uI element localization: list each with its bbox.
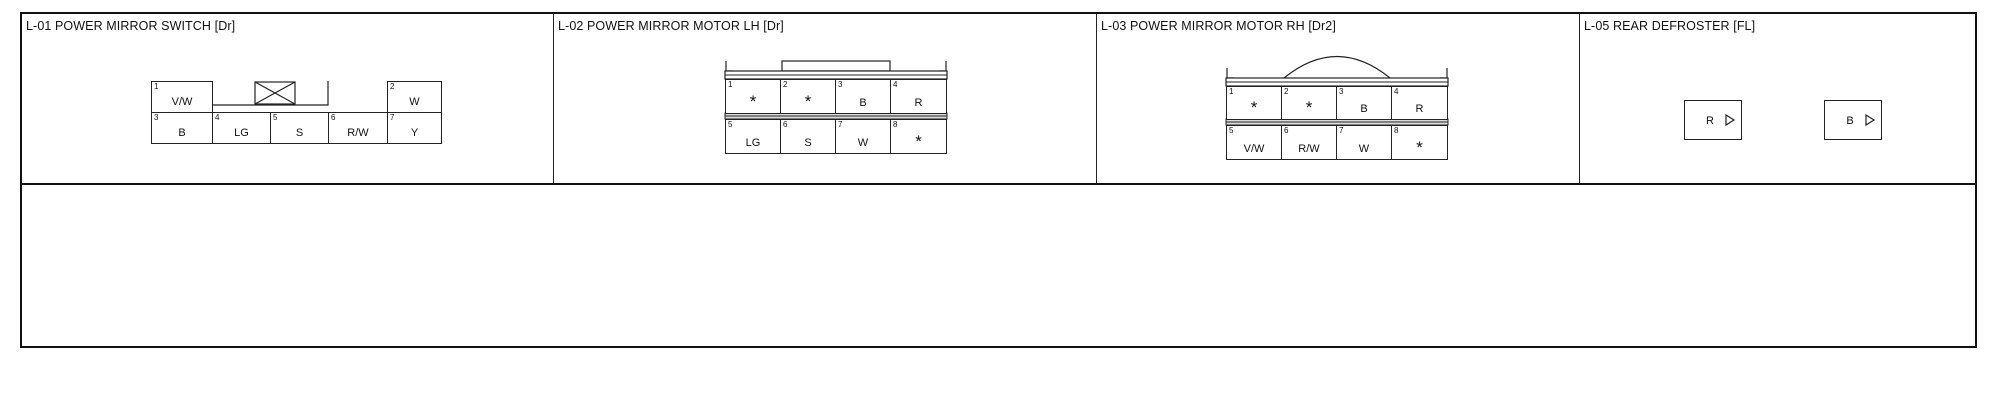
pin-label: W — [1358, 143, 1370, 155]
pin-number: 2 — [390, 82, 395, 91]
pin-cell: 1 V/W — [151, 81, 213, 113]
terminal-arrow-icon — [1865, 113, 1876, 127]
panel-title-l02: L-02 POWER MIRROR MOTOR LH [Dr] — [558, 19, 784, 33]
terminal-r: R — [1684, 100, 1742, 140]
pin-number: 3 — [838, 80, 843, 89]
pin-cell: 6 R/W — [328, 112, 388, 144]
connector-row: L-01 POWER MIRROR SWITCH [Dr] 1 V/W 2 W — [22, 14, 1975, 185]
pin-number: 3 — [1339, 87, 1344, 96]
pin-number: 1 — [1229, 87, 1234, 96]
pin-cell: 5 S — [270, 112, 329, 144]
pin-number: 7 — [390, 113, 395, 122]
terminal-label: B — [1846, 115, 1854, 127]
pin-number: 7 — [1339, 126, 1344, 135]
terminal-b: B — [1824, 100, 1882, 140]
pin-label: S — [295, 127, 304, 139]
terminal-arrow-icon — [1725, 113, 1736, 127]
connector-sheet: L-01 POWER MIRROR SWITCH [Dr] 1 V/W 2 W — [20, 12, 1977, 348]
pin-number: 4 — [1394, 87, 1399, 96]
pin-label: * — [915, 132, 922, 151]
pin-cell: 3 B — [151, 112, 213, 144]
pin-label: V/W — [1243, 143, 1265, 155]
pin-label: S — [804, 137, 812, 149]
pin-number: 5 — [273, 113, 278, 122]
pin-label: * — [749, 92, 757, 111]
pin-label: W — [409, 96, 420, 108]
pin-cell: 4 LG — [212, 112, 271, 144]
pin-number: 8 — [1394, 126, 1399, 135]
pin-number: 5 — [1229, 126, 1234, 135]
pin-label: B — [1360, 103, 1368, 115]
panel-l03: L-03 POWER MIRROR MOTOR RH [Dr2] 1* 2* 3… — [1097, 14, 1580, 183]
pin-number: 6 — [331, 113, 336, 122]
pin-number: 6 — [783, 120, 788, 129]
pin-cell: 1* — [1226, 86, 1282, 120]
pin-label: R — [914, 97, 923, 109]
panel-l05: L-05 REAR DEFROSTER [FL] R B — [1580, 14, 1977, 183]
pin-number: 4 — [215, 113, 220, 122]
pin-label: R — [1415, 103, 1424, 115]
pin-label: * — [1416, 138, 1423, 157]
pin-label: R/W — [347, 127, 369, 139]
pin-number: 2 — [783, 80, 788, 89]
pin-number: 8 — [893, 120, 898, 129]
pin-label: LG — [234, 127, 249, 139]
pin-cell: 2* — [780, 79, 836, 114]
pin-label: B — [859, 97, 867, 109]
pin-number: 3 — [154, 113, 159, 122]
panel-title-l05: L-05 REAR DEFROSTER [FL] — [1584, 19, 1756, 33]
empty-lower-area — [22, 185, 1975, 348]
panel-title-l03: L-03 POWER MIRROR MOTOR RH [Dr2] — [1101, 19, 1336, 33]
pin-label: Y — [410, 127, 419, 139]
panel-l01: L-01 POWER MIRROR SWITCH [Dr] 1 V/W 2 W — [22, 14, 554, 183]
connector-l01: 1 V/W 2 W 3 B 4 LG 5 S — [151, 81, 443, 144]
pin-number: 2 — [1284, 87, 1289, 96]
pin-number: 1 — [154, 82, 159, 91]
pin-number: 1 — [728, 80, 733, 89]
terminal-label: R — [1706, 115, 1714, 127]
connector-l02-housing — [724, 60, 948, 120]
pin-label: R/W — [1298, 143, 1320, 155]
pin-number: 7 — [838, 120, 843, 129]
pin-label: B — [178, 127, 186, 139]
pin-label: W — [857, 137, 869, 149]
pin-cell: 2* — [1281, 86, 1337, 120]
pin-number: 4 — [893, 80, 898, 89]
pin-label: V/W — [171, 96, 193, 108]
pin-number: 5 — [728, 120, 733, 129]
pin-label: LG — [745, 137, 761, 149]
pin-cell: 1* — [725, 79, 781, 114]
panel-title-l01: L-01 POWER MIRROR SWITCH [Dr] — [26, 19, 236, 33]
pin-cell: 2 W — [387, 81, 442, 113]
pin-number: 6 — [1284, 126, 1289, 135]
pin-cell: 7 Y — [387, 112, 442, 144]
pin-label: * — [804, 92, 812, 111]
pin-cell: 8* — [890, 119, 947, 154]
pin-label: * — [1305, 98, 1313, 117]
pin-cell: 8* — [1391, 125, 1448, 160]
pin-label: * — [1250, 98, 1258, 117]
